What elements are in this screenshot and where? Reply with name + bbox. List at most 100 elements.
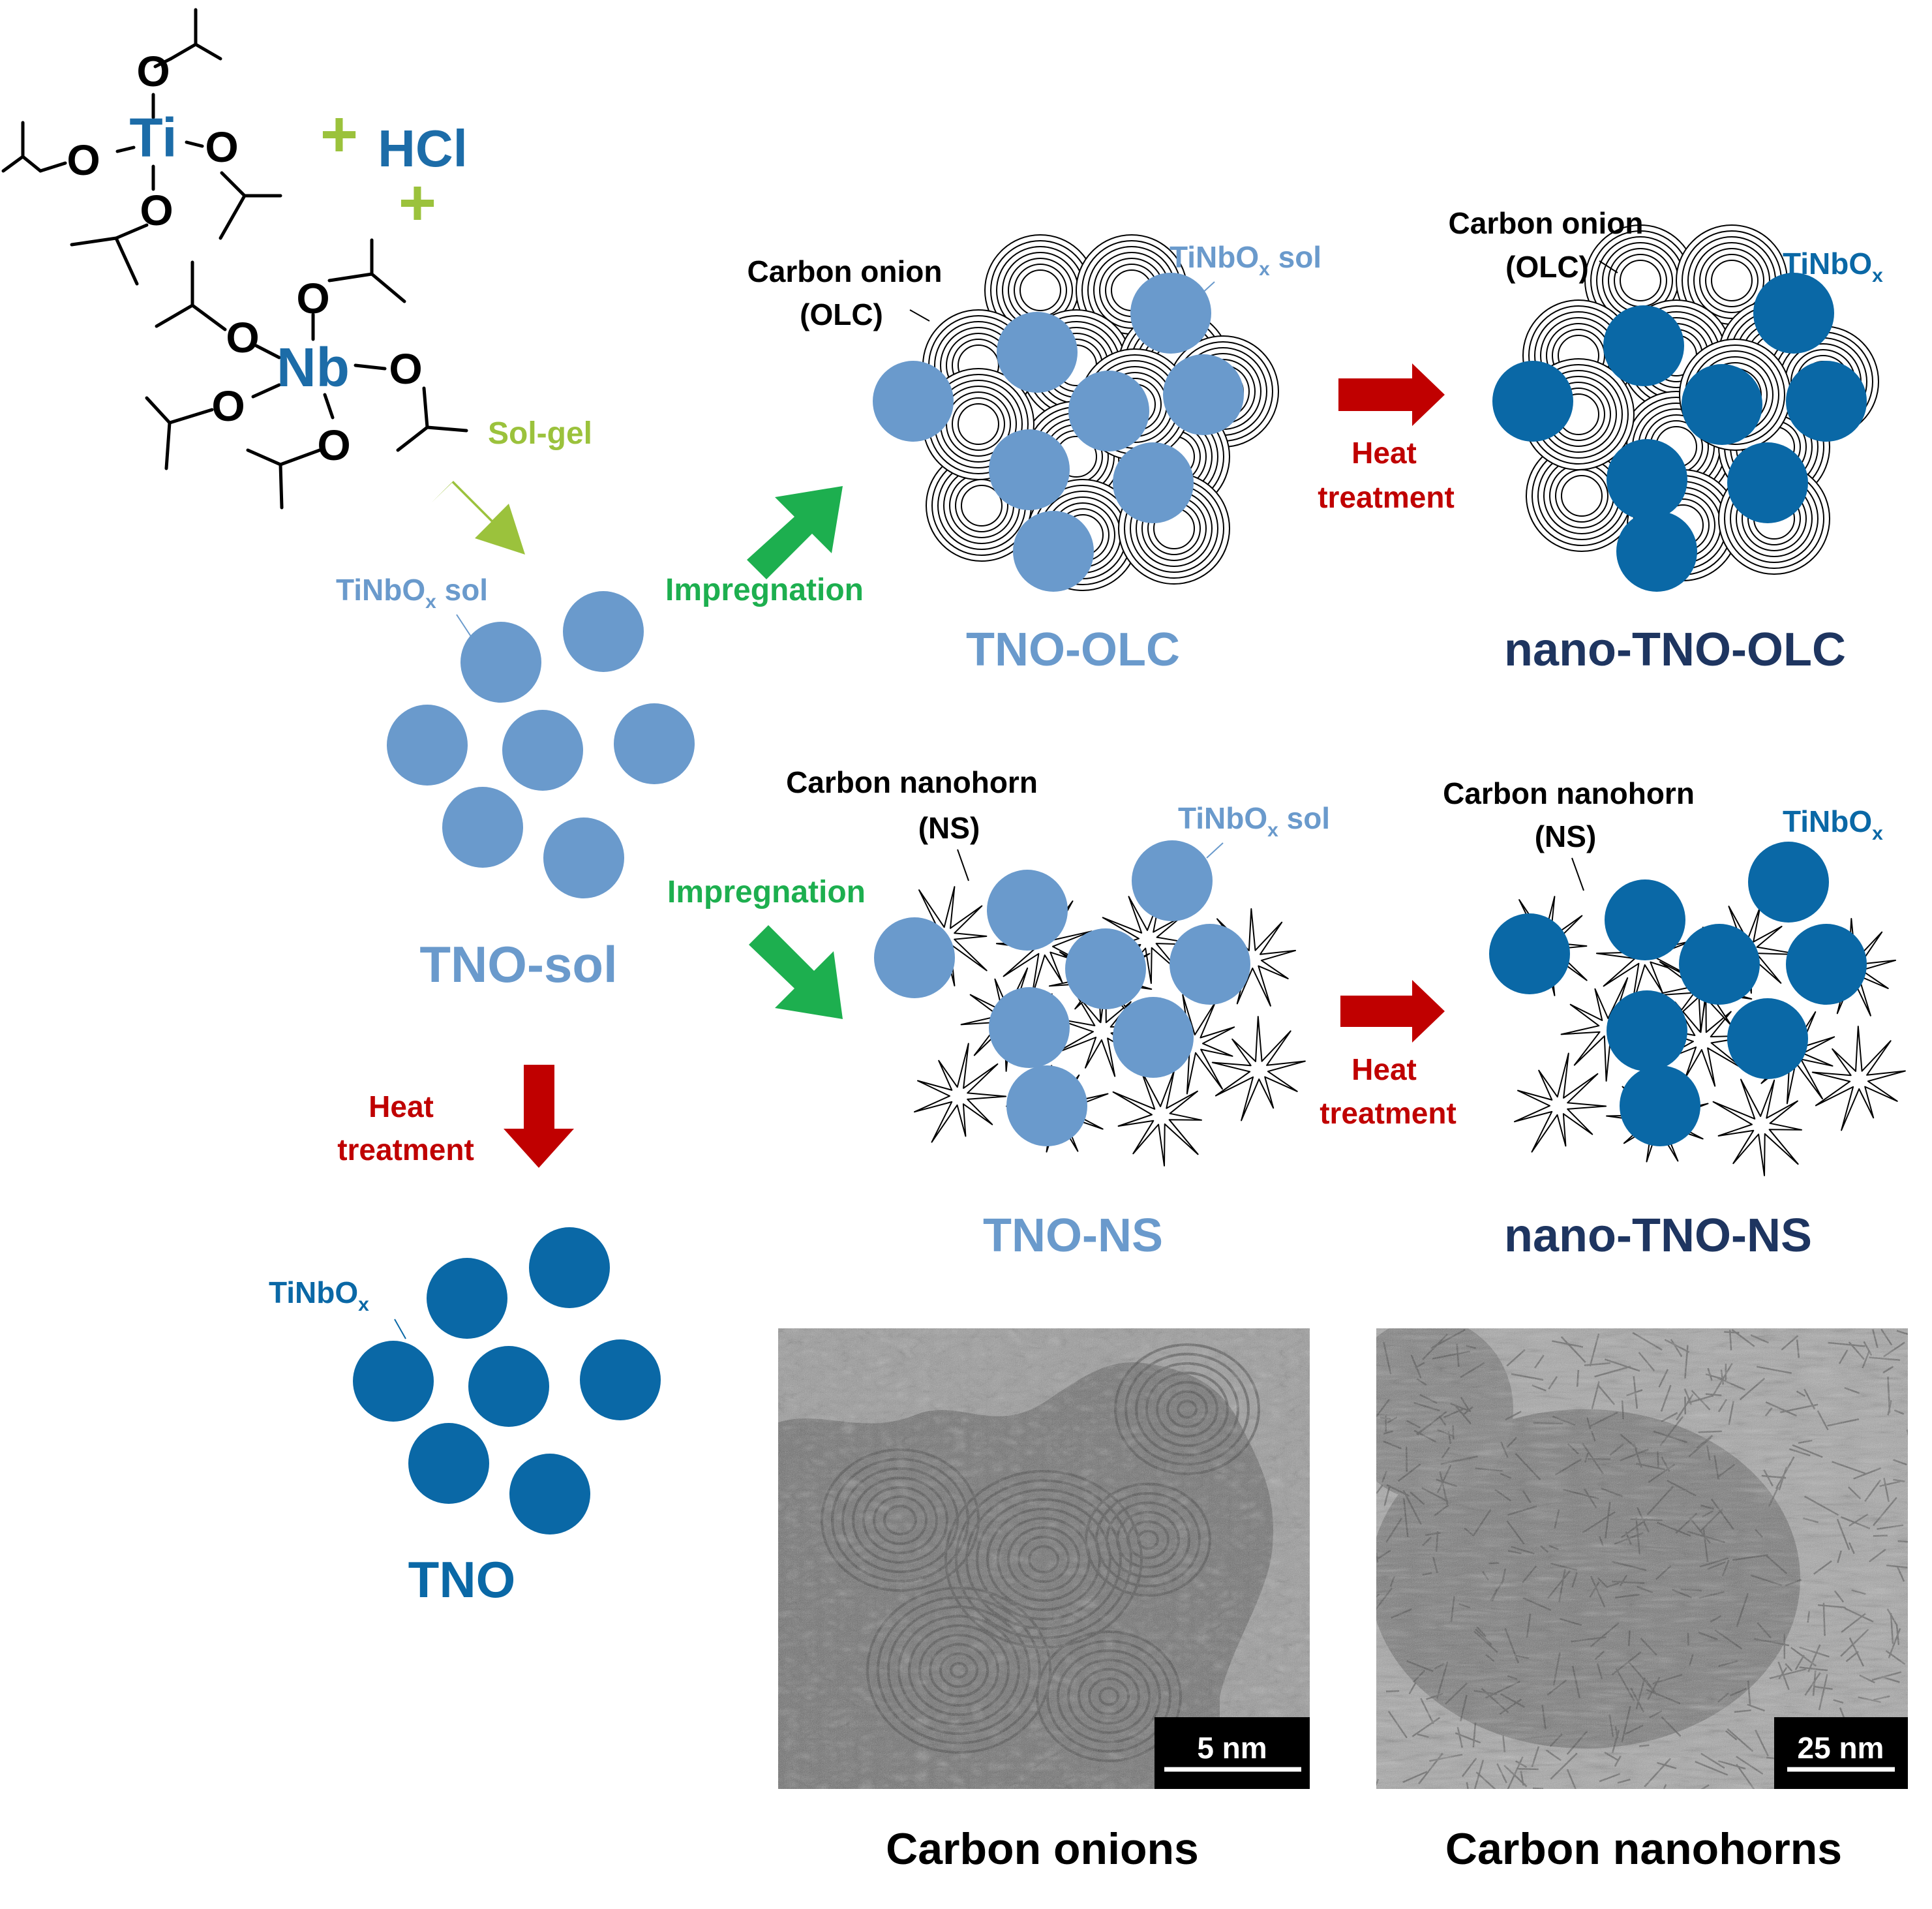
onion-tem-image (778, 1328, 1310, 1789)
particle (1065, 928, 1146, 1009)
tno-particles (1492, 273, 1867, 592)
carbon-nanohorn (1811, 1026, 1906, 1131)
particle (1607, 990, 1687, 1071)
leader-line (1599, 260, 1618, 273)
particle (442, 787, 523, 868)
particle (1013, 511, 1094, 592)
particle (1132, 840, 1213, 921)
leader-line (1200, 281, 1215, 296)
particle (1679, 924, 1760, 1005)
impregnation-arrow-down (749, 925, 843, 1019)
tno-title: TNO (408, 1551, 516, 1608)
particle (997, 312, 1078, 393)
particle (989, 987, 1070, 1068)
particle (1786, 924, 1867, 1005)
heat-arrow-top (1338, 363, 1445, 426)
leader-line (1784, 288, 1801, 302)
particle (874, 917, 955, 998)
particle (1006, 1065, 1087, 1146)
oxygen-label: O (205, 123, 238, 171)
heat-arrow-down (504, 1065, 574, 1168)
particle (1163, 354, 1244, 435)
leader-line (1785, 845, 1801, 859)
tio-oxide-label: TiNbOx (269, 1275, 369, 1315)
particle (1113, 997, 1194, 1078)
particle (502, 710, 583, 791)
particle (1605, 879, 1685, 960)
oxygen-label: O (226, 313, 259, 361)
particle (1603, 305, 1684, 386)
tno-sol-particles (873, 273, 1244, 592)
particle (987, 870, 1068, 951)
oxygen-label: O (389, 344, 422, 393)
carbon-nanohorn (1053, 986, 1156, 1077)
tno-particles (1489, 842, 1867, 1146)
tio-oxide-label: TiNbOx (1783, 247, 1883, 286)
tno-olc-title: TNO-OLC (966, 624, 1180, 676)
heat-label: Heat (369, 1090, 434, 1123)
carbon-nanohorn-label: Carbon nanohorn (1443, 776, 1695, 810)
particle (353, 1341, 434, 1422)
particle (1620, 1065, 1700, 1146)
particle (1492, 361, 1573, 442)
sol-gel-arrow (432, 481, 525, 555)
carbon-onion-label: Carbon onion (747, 254, 943, 288)
olc-label: (OLC) (1505, 250, 1589, 284)
carbon-nanohorn (1211, 1016, 1306, 1122)
leader-line (909, 309, 930, 322)
carbon-nanohorn (1514, 1052, 1607, 1153)
ti-atom-labels: Ti O O O O (67, 47, 238, 234)
titanium-isopropoxide (1, 8, 282, 286)
plus-sign: + (320, 98, 358, 171)
leader-line (394, 1319, 406, 1339)
heat-label: Heat (1351, 436, 1417, 470)
carbon-nanohorn (1095, 896, 1202, 985)
oxygen-label: O (317, 421, 350, 469)
treatment-label: treatment (1320, 1096, 1457, 1130)
particle (1753, 273, 1834, 354)
nanohorn-scale-bar: 25 nm (1774, 1717, 1908, 1789)
particle (1727, 998, 1808, 1079)
onion-caption: Carbon onions (886, 1824, 1199, 1874)
heat-label: Heat (1351, 1052, 1417, 1086)
carbon-nanohorn (1712, 1078, 1802, 1176)
niobium-isopropoxide (145, 238, 468, 510)
tno-sol-title: TNO-sol (419, 936, 617, 993)
leader-line (1206, 842, 1224, 859)
particle (387, 705, 468, 786)
impregnation-label-bottom: Impregnation (667, 875, 866, 909)
heat-arrow-bottom (1340, 980, 1445, 1043)
nano-tno-ns-title: nano-TNO-NS (1504, 1210, 1812, 1262)
nb-atom: Nb (277, 337, 350, 398)
particle (1068, 371, 1149, 451)
olc-label: (OLC) (800, 298, 883, 331)
particle (1682, 364, 1762, 445)
tno-sol-particles (874, 840, 1250, 1146)
particle (1616, 511, 1697, 592)
onion-scale-label: 5 nm (1197, 1731, 1267, 1765)
particle (509, 1454, 590, 1535)
impregnation-arrow-up (747, 486, 843, 579)
tno-ns-title: TNO-NS (983, 1210, 1163, 1262)
treatment-label: treatment (337, 1133, 474, 1167)
oxygen-label: O (211, 382, 245, 430)
hcl-label: HCl (378, 119, 468, 177)
particle (427, 1258, 507, 1339)
tno-particles (353, 1227, 661, 1535)
treatment-label: treatment (1318, 480, 1455, 514)
tno-sol-particles (387, 591, 695, 898)
particle (563, 591, 644, 672)
particle (1748, 842, 1829, 923)
sol-gel-label: Sol-gel (488, 416, 592, 451)
nanohorn-caption: Carbon nanohorns (1445, 1824, 1842, 1874)
particle (543, 817, 624, 898)
particle (614, 703, 695, 784)
oxygen-label: O (67, 136, 100, 184)
nb-atom-labels: Nb O O O O O (211, 274, 422, 469)
nanohorn-tem-image (1376, 1328, 1908, 1789)
particle (460, 622, 541, 703)
leader-line (456, 614, 474, 640)
particle (873, 361, 954, 442)
particle (408, 1423, 489, 1504)
ti-atom: Ti (129, 107, 177, 168)
